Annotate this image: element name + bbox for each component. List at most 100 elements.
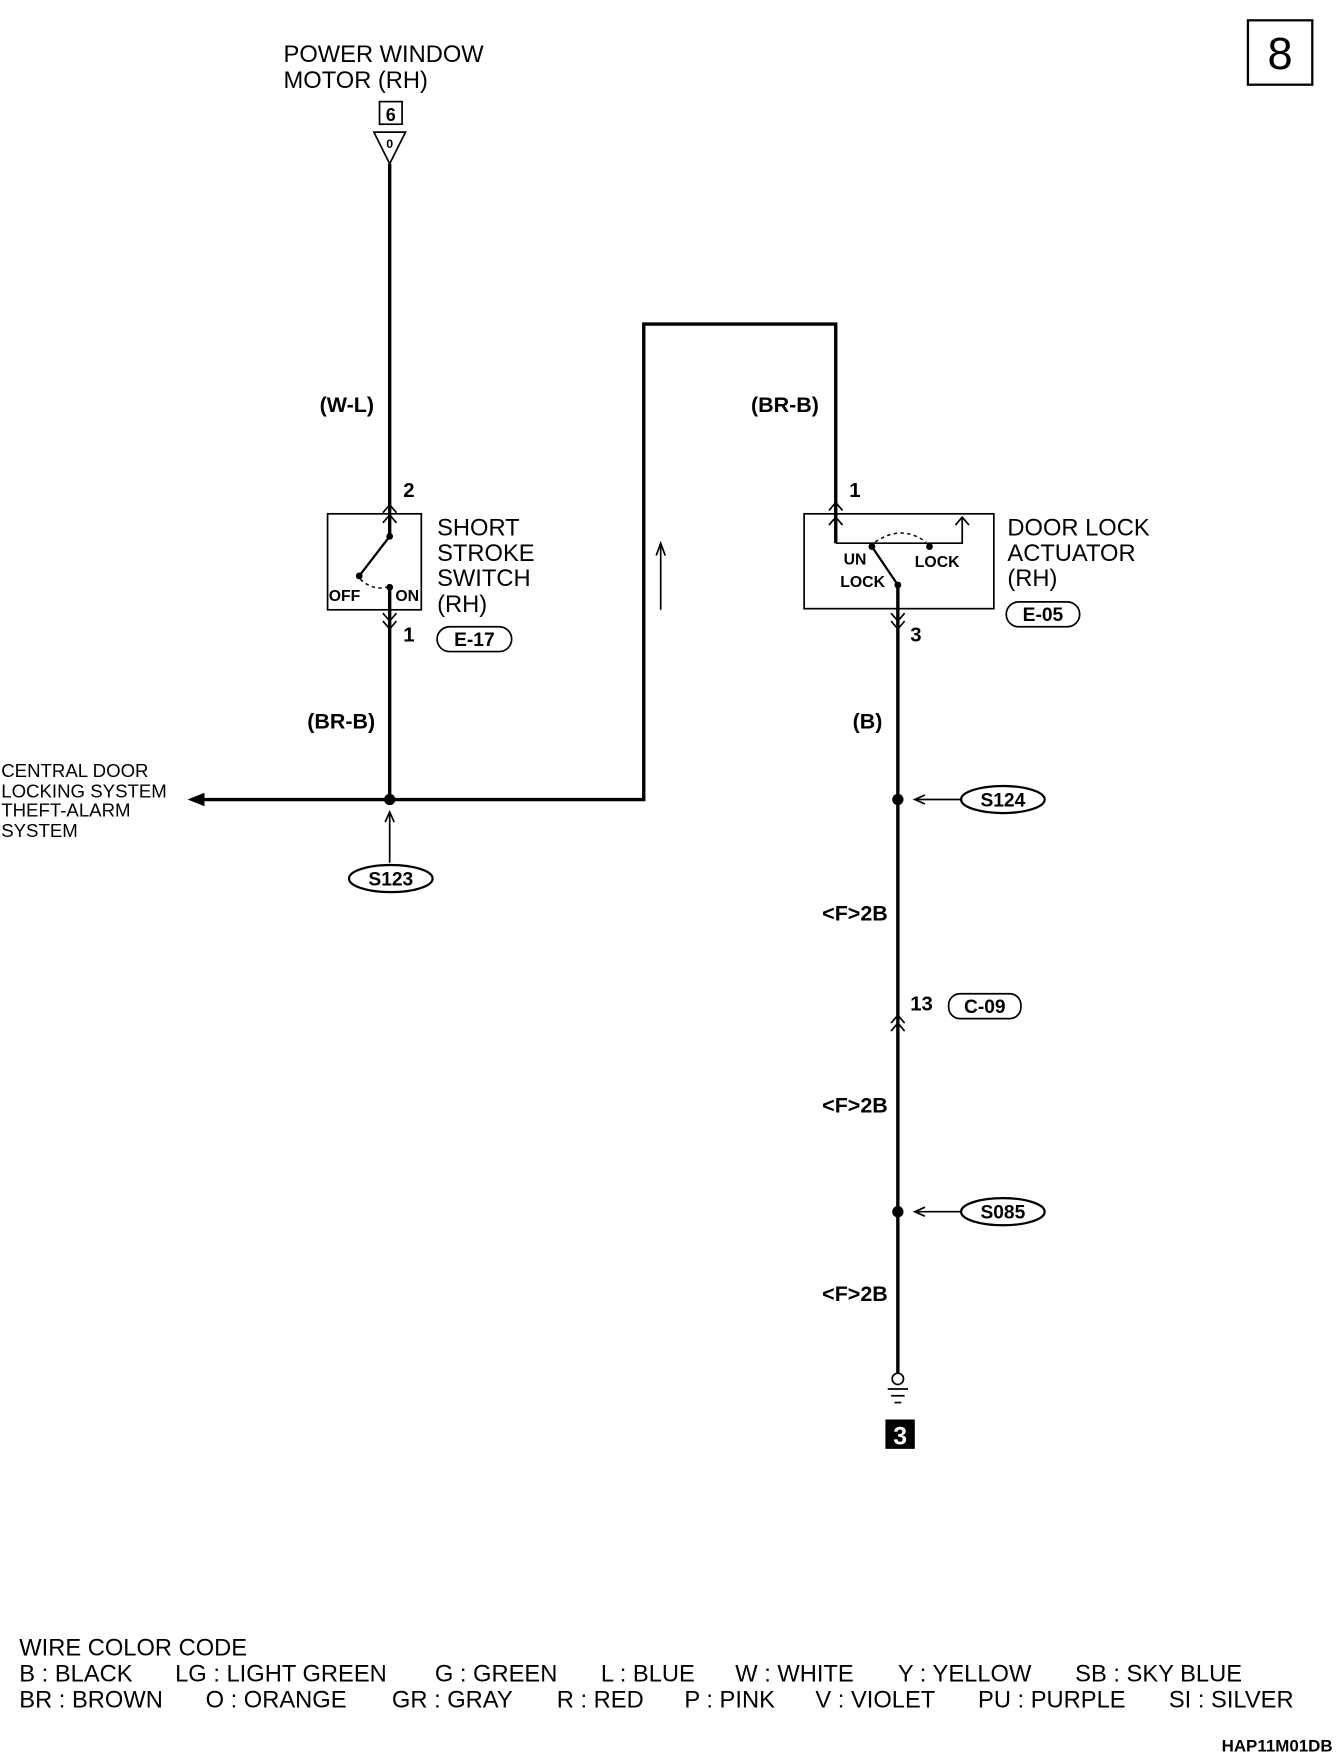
switch-connector-code: E-17 [454, 630, 495, 651]
wire-color-code-entry: B : BLACK [19, 1661, 132, 1687]
splice-s124-arrow-icon [912, 794, 926, 805]
actuator-right-terminal-chevron-icon [954, 515, 970, 526]
power-window-motor-label-line-2: MOTOR (RH) [284, 68, 428, 94]
actuator-label-line-1: DOOR LOCK [1007, 515, 1149, 541]
wire-color-code-entry: SB : SKY BLUE [1075, 1661, 1242, 1687]
current-direction-arrow-icon [655, 540, 667, 556]
actuator-connector-code: E-05 [1023, 605, 1064, 626]
intermediate-connector-chevron-lower-icon [890, 1021, 906, 1032]
wire-color-code-entry: O : ORANGE [206, 1687, 347, 1713]
switch-pin-lower: 1 [403, 624, 414, 646]
actuator-lock-label: LOCK [915, 554, 960, 571]
wire-color-code-entry: P : PINK [684, 1687, 775, 1713]
splice-s085-code: S085 [980, 1202, 1025, 1223]
splice-junction-dot-s123 [384, 793, 396, 806]
switch-pin-upper: 2 [403, 480, 414, 502]
actuator-label-line-2: ACTUATOR [1007, 541, 1135, 567]
ground-terminal-ring [891, 1372, 905, 1386]
wire-color-code-title: WIRE COLOR CODE [19, 1635, 247, 1661]
switch-connector-tag [436, 625, 513, 653]
splice-s124-tag [959, 784, 1046, 815]
external-circuit: CENTRAL DOOR LOCKING SYSTEM THEFT-ALARM … [1, 760, 205, 841]
splice-s123-arrow-icon [384, 809, 395, 823]
intermediate-connector-code: C-09 [964, 997, 1006, 1018]
switch-travel-arc [359, 578, 387, 589]
power-window-motor-label-line-1: POWER WINDOW [284, 42, 485, 68]
sheet-number-group: 8 [1246, 19, 1314, 86]
actuator-lever [870, 545, 899, 586]
splice-s085-arrow-icon [912, 1206, 926, 1217]
wire-color-code-entry: SI : SILVER [1169, 1687, 1294, 1713]
splice-s124: S124 [892, 784, 1046, 815]
switch-off-label: OFF [329, 588, 361, 605]
external-circuit-label-line-3: THEFT-ALARM [1, 799, 130, 820]
wire-color-code-entry: PU : PURPLE [978, 1687, 1126, 1713]
splice-s123: S123 [347, 809, 434, 894]
splice-s124-code: S124 [980, 790, 1025, 811]
wire-color-code-entry: LG : LIGHT GREEN [175, 1661, 387, 1687]
wire-label-motor-to-switch: (W-L) [320, 393, 374, 417]
motor-terminal-triangle-icon [372, 131, 407, 166]
actuator-unlock-label-line-2: LOCK [840, 574, 885, 591]
ground-point-badge [885, 1419, 915, 1449]
switch-label-line-2: STROKE [437, 541, 534, 567]
wire-label-switch-to-splice: (BR-B) [307, 709, 375, 733]
wire-color-code-legend: WIRE COLOR CODE B : BLACK LG : LIGHT GRE… [19, 1635, 1293, 1713]
wire-color-code-entry: GR : GRAY [392, 1687, 513, 1713]
wire-label-ground-run-3: <F>2B [822, 1282, 888, 1306]
switch-lever [358, 535, 391, 577]
sheet-number: 8 [1268, 28, 1293, 79]
switch-off-contact [355, 572, 363, 580]
intermediate-connector-chevron-upper-icon [890, 1013, 906, 1024]
switch-label-line-4: (RH) [437, 592, 487, 618]
diagram-code: HAP11M01DB [1222, 1736, 1333, 1755]
splice-s123-code: S123 [368, 869, 413, 890]
short-stroke-switch: OFF ON SHORT STROKE SWITCH (RH) 1 E-17 [326, 503, 535, 653]
wire-color-code-entry: BR : BROWN [19, 1687, 163, 1713]
wire-label-actuator-to-ground: (B) [853, 709, 883, 733]
wire-label-ground-run-2: <F>2B [822, 1093, 888, 1117]
actuator-connector-tag [1005, 601, 1081, 628]
switch-label-line-3: SWITCH [437, 566, 530, 592]
switch-body-box [326, 512, 423, 611]
door-lock-actuator: UN LOCK LOCK DOOR LOCK ACTUATOR (RH) E-0… [803, 501, 1150, 646]
wire-color-code-entry: V : VIOLET [815, 1687, 935, 1713]
external-circuit-label-line-4: SYSTEM [1, 820, 78, 841]
ground-point-number: 3 [893, 1423, 907, 1450]
actuator-pin-lower: 3 [910, 624, 921, 646]
splice-s123-tag [347, 863, 434, 894]
ground-symbol-icon [887, 1372, 909, 1404]
wire-color-code-entry: G : GREEN [435, 1661, 558, 1687]
actuator-internal-link [835, 517, 964, 545]
actuator-lock-contact [926, 543, 933, 550]
splice-s085: S085 [892, 1197, 1046, 1227]
switch-upper-terminal-chevron-icon [382, 513, 398, 524]
wire-label-splice-to-actuator: (BR-B) [751, 393, 819, 417]
actuator-label-line-3: (RH) [1007, 566, 1057, 592]
splice-s085-tag [959, 1197, 1046, 1227]
power-window-motor: POWER WINDOW MOTOR (RH) 6 0 [284, 42, 485, 166]
actuator-left-terminal-chevron-icon [828, 515, 844, 526]
actuator-unlock-label-line-1: UN [844, 552, 867, 569]
switch-on-label: ON [395, 588, 419, 605]
motor-terminal-mark: 0 [386, 137, 393, 151]
actuator-pin-upper: 1 [849, 480, 860, 502]
intermediate-connector-pin: 13 [910, 994, 933, 1016]
wire-color-code-entry: W : WHITE [735, 1661, 854, 1687]
wire-color-code-entry: R : RED [557, 1687, 644, 1713]
actuator-upper-connector-chevron-icon [828, 501, 844, 511]
wire-color-code-entry: Y : YELLOW [898, 1661, 1032, 1687]
actuator-travel-arc [874, 532, 927, 543]
switch-label-line-1: SHORT [437, 515, 520, 541]
external-circuit-label-line-2: LOCKING SYSTEM [1, 780, 167, 801]
wire-bus-to-actuator [192, 322, 838, 802]
external-circuit-label-line-1: CENTRAL DOOR [1, 760, 148, 781]
switch-upper-connector-chevron-icon [382, 503, 398, 514]
intermediate-connector-tag [947, 992, 1022, 1020]
motor-connector-number-box [378, 100, 403, 126]
splice-junction-dot-s085 [892, 1206, 904, 1218]
wire-color-code-entry: L : BLUE [601, 1661, 695, 1687]
splice-junction-dot-s124 [892, 793, 904, 806]
motor-connector-number: 6 [386, 105, 396, 125]
